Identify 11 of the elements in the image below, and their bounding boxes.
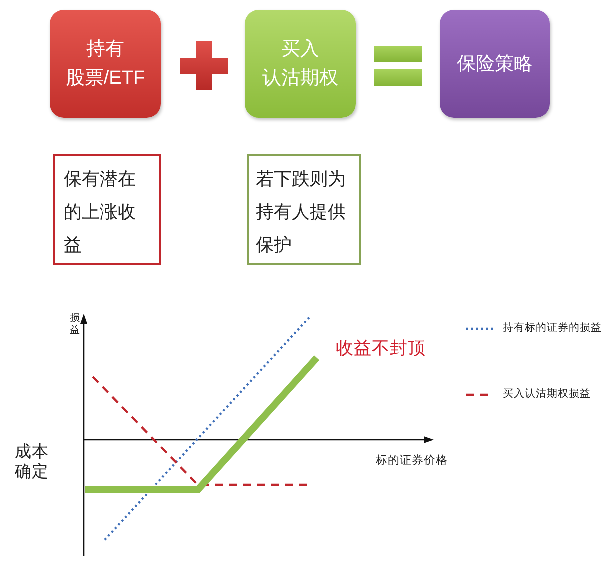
legend-label: 买入认沽期权损益 [503, 388, 591, 402]
annotation-text: 成本确定 [15, 442, 49, 482]
note-box: 保有潜在的上涨收益 [53, 154, 161, 265]
axis-label: 损益 [70, 313, 81, 337]
annotation-text: 收益不封顶 [336, 337, 426, 359]
rounded-box: 持有股票/ETF [50, 10, 161, 118]
rounded-box: 保险策略 [440, 10, 550, 118]
legend-label: 持有标的证券的损益 [503, 322, 602, 336]
rounded-box: 买入认沽期权 [245, 10, 356, 118]
note-box: 若下跌则为持有人提供保护 [247, 154, 361, 265]
axis-label: 标的证券价格 [376, 454, 448, 469]
